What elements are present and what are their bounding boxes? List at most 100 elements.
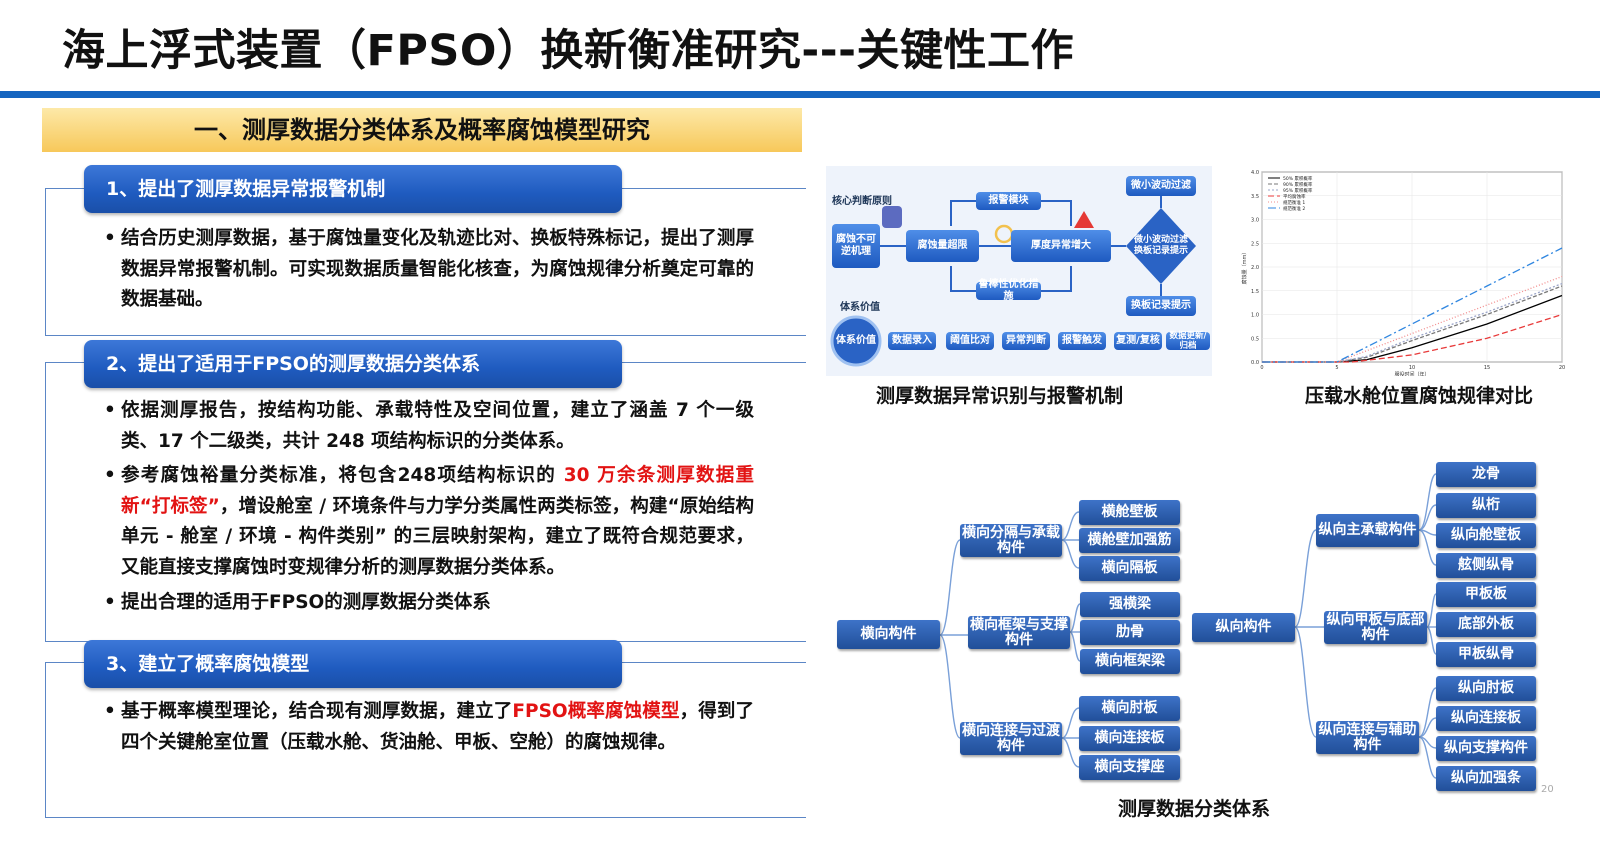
flow-connectors xyxy=(830,196,1196,367)
node-l-2-1: 甲板板 xyxy=(1436,582,1536,607)
para-3-1-highlight: FPSO概率腐蚀模型 xyxy=(512,701,680,722)
para-1-1: • 结合历史测厚数据，基于腐蚀量变化及轨迹比对、换板特殊标记，提出了测厚数据异常… xyxy=(104,224,754,316)
y-tick-label: 3.5 xyxy=(1251,194,1259,200)
para-3-1: • 基于概率模型理论，结合现有测厚数据，建立了FPSO概率腐蚀模型，得到了四个关… xyxy=(104,697,754,758)
node-l-3-4: 纵向加强条 xyxy=(1436,766,1536,791)
para-3-1-text-b: ，得到了四个关键舱室位置（压载水舱、货油舱、甲板、空舱）的腐蚀规律。 xyxy=(121,701,754,753)
bullet: • xyxy=(104,592,116,613)
series-line-6 xyxy=(1262,247,1563,363)
node-l-3-3: 纵向支撑构件 xyxy=(1436,736,1536,761)
node-l-2-2: 底部外板 xyxy=(1436,612,1536,637)
node-transverse: 横向构件 xyxy=(837,620,940,649)
tree-caption: 测厚数据分类体系 xyxy=(1118,798,1271,820)
x-tick-label: 15 xyxy=(1484,365,1490,371)
y-tick-label: 0.5 xyxy=(1251,336,1259,342)
para-2-2-highlight: 30 万余条测厚数据重新“打标签” xyxy=(121,465,755,517)
node-t-1-1: 横舱壁板 xyxy=(1079,500,1180,525)
heading-2: 2、提出了适用于FPSO的测厚数据分类体系 xyxy=(84,340,622,388)
legend-label: 规范衡准 1 xyxy=(1283,199,1305,206)
heading-3: 3、建立了概率腐蚀模型 xyxy=(84,640,622,688)
decision-diamond xyxy=(1126,208,1196,284)
para-2-3-text: 提出合理的适用于FPSO的测厚数据分类体系 xyxy=(121,592,491,613)
y-tick-label: 1.5 xyxy=(1251,289,1259,295)
node-t-group-3: 横向连接与过渡构件 xyxy=(960,722,1062,755)
x-tick-label: 5 xyxy=(1335,365,1338,371)
flow-arrow xyxy=(1041,200,1072,226)
bullet: • xyxy=(104,400,116,421)
heading-1-text: 1、提出了测厚数据异常报警机制 xyxy=(106,178,386,200)
section-banner: 一、测厚数据分类体系及概率腐蚀模型研究 xyxy=(42,108,802,152)
node-l-1-4: 舷侧纵骨 xyxy=(1436,553,1536,578)
para-1-1-text: 结合历史测厚数据，基于腐蚀量变化及轨迹比对、换板特殊标记，提出了测厚数据异常报警… xyxy=(121,228,754,310)
node-longitudinal: 纵向构件 xyxy=(1192,613,1295,642)
x-axis-label: 服役时间（年） xyxy=(1394,371,1429,376)
y-tick-label: 0.0 xyxy=(1251,360,1259,366)
node-l-group-2: 纵向甲板与底部构件 xyxy=(1324,611,1427,644)
bullet: • xyxy=(104,465,116,486)
box-exceed: 腐蚀量超限 xyxy=(906,230,979,262)
step-4: 报警触发 xyxy=(1058,332,1106,350)
bullet: • xyxy=(104,701,116,722)
legend-label: 平均腐蚀率 xyxy=(1283,193,1306,200)
x-tick-label: 0 xyxy=(1260,365,1263,371)
core-principle-label: 核心判断原则 xyxy=(832,196,892,207)
heading-1: 1、提出了测厚数据异常报警机制 xyxy=(84,165,622,213)
para-2-2: • 参考腐蚀裕量分类标准，将包含248项结构标识的 30 万余条测厚数据重新“打… xyxy=(104,461,754,583)
legend-label: 50% 累积概率 xyxy=(1283,175,1313,182)
para-2-1: • 依据测厚报告，按结构功能、承载特性及空间位置，建立了涵盖 7 个一级类、17… xyxy=(104,396,754,457)
box-filter: 微小波动过滤 xyxy=(1126,176,1196,196)
y-tick-label: 3.0 xyxy=(1251,218,1259,224)
node-t-1-2: 横舱壁加强筋 xyxy=(1079,528,1180,553)
magnifier-icon xyxy=(994,224,1014,244)
flow-arrow xyxy=(950,266,976,292)
node-t-group-1: 横向分隔与承载构件 xyxy=(960,524,1062,557)
node-l-group-3: 纵向连接与辅助构件 xyxy=(1316,721,1419,754)
flow-arrow xyxy=(950,200,976,226)
chart-caption: 压载水舱位置腐蚀规律对比 xyxy=(1305,385,1534,407)
node-l-3-2: 纵向连接板 xyxy=(1436,706,1536,731)
x-tick-label: 20 xyxy=(1559,365,1565,371)
node-t-group-2: 横向框架与支撑构件 xyxy=(968,616,1070,649)
node-t-2-2: 肋骨 xyxy=(1080,620,1180,645)
step-5: 复测/复核 xyxy=(1114,332,1162,350)
section-title: 一、测厚数据分类体系及概率腐蚀模型研究 xyxy=(194,116,650,144)
step-3: 异常判断 xyxy=(1002,332,1050,350)
y-tick-label: 1.0 xyxy=(1251,313,1259,319)
node-l-2-3: 甲板纵骨 xyxy=(1436,642,1536,667)
legend-label: 95% 累积概率 xyxy=(1283,187,1313,194)
node-l-3-1: 纵向肘板 xyxy=(1436,676,1536,701)
legend-label: 规范衡准 2 xyxy=(1283,205,1305,212)
box-irreversible: 腐蚀不可逆机理 xyxy=(832,224,880,268)
series-line-2 xyxy=(1262,285,1563,363)
legend-label: 90% 累积概率 xyxy=(1283,181,1313,188)
heading-3-text: 3、建立了概率腐蚀模型 xyxy=(106,653,310,675)
node-l-1-2: 纵桁 xyxy=(1436,493,1536,518)
y-tick-label: 2.5 xyxy=(1251,241,1259,247)
node-t-2-3: 横向框架梁 xyxy=(1080,649,1180,674)
box-value: 体系价值 xyxy=(836,335,876,346)
heading-2-text: 2、提出了适用于FPSO的测厚数据分类体系 xyxy=(106,353,480,375)
series-line-3 xyxy=(1262,282,1563,363)
node-t-1-3: 横向隔板 xyxy=(1079,556,1180,581)
box-thickness: 厚度异常增大 xyxy=(1011,230,1111,262)
y-tick-label: 4.0 xyxy=(1251,170,1259,176)
warning-icon xyxy=(1074,211,1094,228)
box-robust: 鲁棒性优化措施 xyxy=(976,279,1041,302)
node-t-3-3: 横向支撑座 xyxy=(1079,755,1180,780)
node-l-group-1: 纵向主承载构件 xyxy=(1316,514,1419,547)
value-label: 体系价值 xyxy=(840,302,880,313)
node-l-1-1: 龙骨 xyxy=(1436,462,1536,487)
bullet: • xyxy=(104,228,116,249)
page-title: 海上浮式装置（FPSO）换新衡准研究---关键性工作 xyxy=(62,26,1074,76)
step-1: 数据录入 xyxy=(888,332,936,350)
box-diamond-text: 微小波动过滤换板记录提示 xyxy=(1134,235,1189,256)
para-2-2-text-a: 参考腐蚀裕量分类标准，将包含248项结构标识的 xyxy=(121,465,564,486)
box-record: 换板记录提示 xyxy=(1126,296,1196,316)
para-2-3: • 提出合理的适用于FPSO的测厚数据分类体系 xyxy=(104,588,754,619)
box-alarm: 报警模块 xyxy=(976,192,1041,210)
step-2: 阈值比对 xyxy=(946,332,994,350)
para-2-2-text-b: ，增设舱室 / 环境条件与力学分类属性两类标签，构建“原始结构单元 - 舱室 /… xyxy=(121,495,754,578)
alarm-flow-diagram: 核心判断原则 体系价值 腐蚀不可逆机理 腐蚀量超限 厚度异常增大 报警模块 鲁棒… xyxy=(826,166,1212,376)
step-6: 数据更新/归档 xyxy=(1166,331,1210,351)
